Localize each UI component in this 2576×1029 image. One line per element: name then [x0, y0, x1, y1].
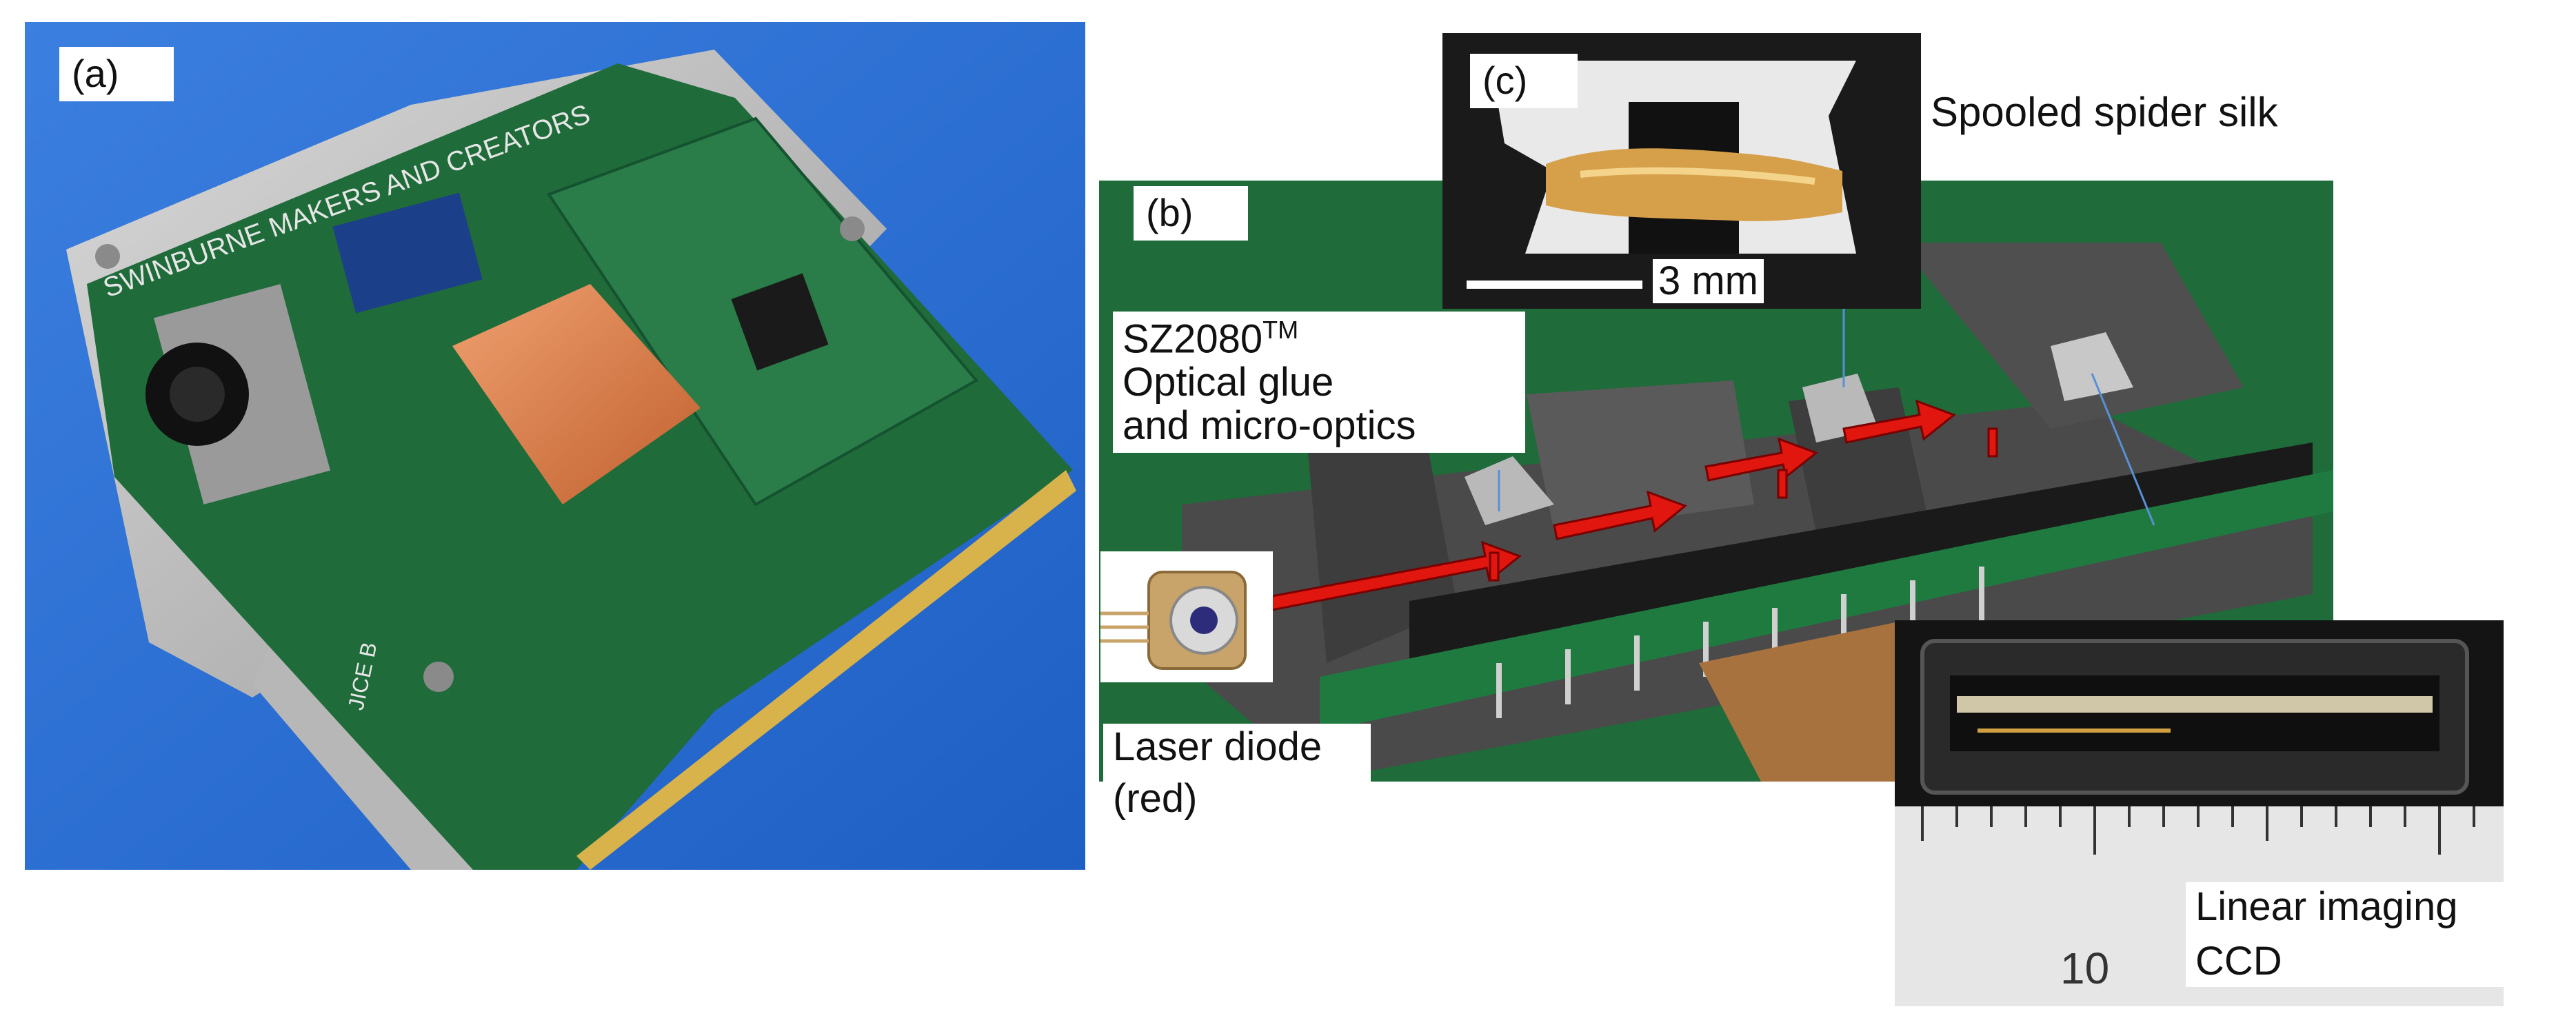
glue-annotation: SZ2080TM Optical glue and micro-optics	[1113, 312, 1525, 454]
glue-line1: SZ2080	[1123, 316, 1263, 362]
glue-line2: Optical glue	[1123, 359, 1334, 405]
panel-c-photo: (c) 3 mm	[1442, 33, 1921, 309]
panel-a-label: (a)	[59, 47, 174, 101]
ccd-annotation: Linear imaging CCD	[2186, 882, 2508, 987]
copper-shield	[452, 284, 701, 505]
laser-diode-photo	[1100, 551, 1273, 682]
panel-a-photo: SWINBURNE MAKERS AND CREATORS JICE B (a)	[25, 22, 1085, 870]
ccd-line2: CCD	[2195, 938, 2282, 984]
laser-line1: Laser diode	[1113, 724, 1322, 769]
laser-beam-arrows	[1208, 399, 1998, 623]
scale-label: 3 mm	[1653, 259, 1764, 303]
ccd-sensor-line	[1957, 696, 2433, 713]
gold-edge-connector	[576, 470, 1076, 870]
glue-line3: and micro-optics	[1123, 403, 1416, 448]
ccd-line1: Linear imaging	[2195, 884, 2458, 929]
panel-c-label: (c)	[1470, 54, 1578, 108]
panel-b-label: (b)	[1134, 186, 1248, 241]
silk-spool	[1546, 148, 1842, 221]
laser-window	[1190, 607, 1218, 634]
ccd-bar	[1409, 442, 2313, 663]
silk-annotation: Spooled spider silk	[1931, 89, 2278, 135]
ruler-number: 10	[2060, 944, 2110, 993]
pcb-photo: SWINBURNE MAKERS AND CREATORS JICE B	[25, 22, 1085, 870]
laser-line2: (red)	[1113, 775, 1198, 821]
glue-trademark: TM	[1262, 316, 1299, 344]
laser-annotation: Laser diode (red)	[1103, 724, 1371, 823]
